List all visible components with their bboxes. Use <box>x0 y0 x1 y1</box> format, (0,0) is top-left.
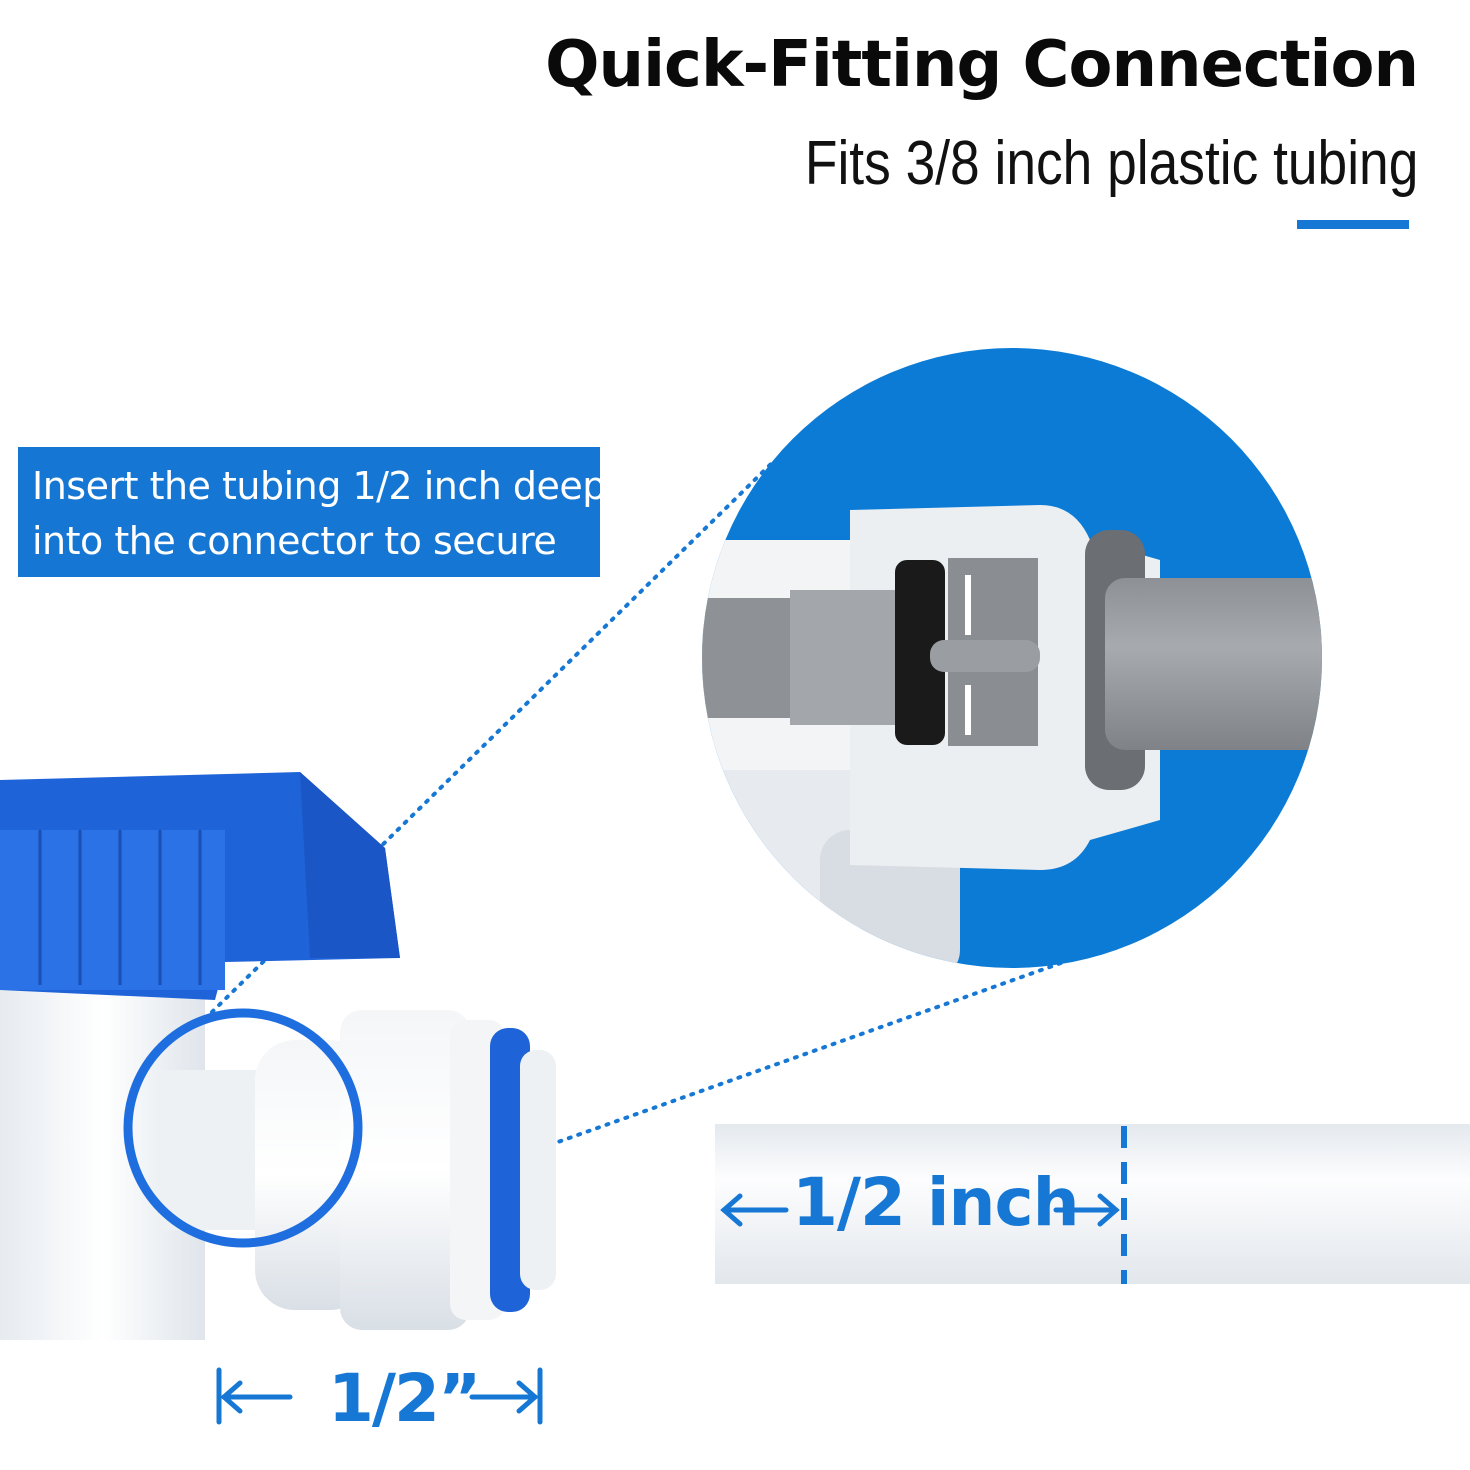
ball-valve <box>0 772 556 1340</box>
tubing <box>715 1124 1470 1284</box>
page-title: Quick-Fitting Connection <box>545 28 1419 102</box>
page-subtitle: Fits 3/8 inch plastic tubing <box>804 129 1418 198</box>
accent-underline <box>1297 220 1409 229</box>
instruction-line-1: Insert the tubing 1/2 inch deep <box>32 464 606 508</box>
tube-depth-label: 1/2 inch <box>792 1164 1080 1241</box>
instruction-line-2: into the connector to secure <box>32 519 557 563</box>
fitting-size-label: 1/2” <box>328 1360 481 1437</box>
dimension-marker <box>216 1367 543 1425</box>
instruction-callout: Insert the tubing 1/2 inch deep into the… <box>18 447 606 577</box>
zoom-cutaway <box>702 348 1322 968</box>
